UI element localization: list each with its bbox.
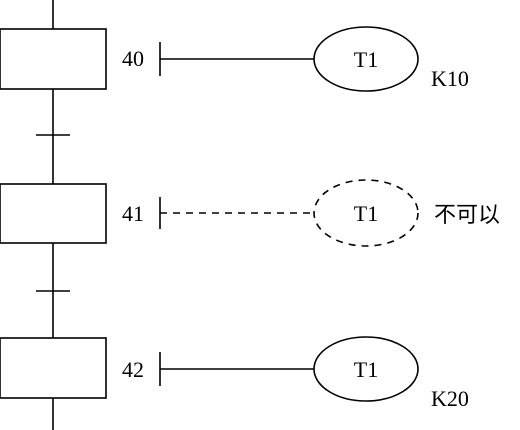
coil-label-41: T1 [354,201,378,226]
step-box-41 [0,183,107,244]
step-box-40 [0,28,107,90]
timer-coil-42 [313,336,419,402]
step-number-41: 41 [122,201,144,226]
coil-label-40: T1 [354,47,378,72]
coil-label-42: T1 [354,357,378,382]
step-number-40: 40 [122,46,144,71]
timer-constant-40: K10 [431,66,469,91]
step-40: 40 T1 K10 [0,26,469,92]
timer-coil-41 [313,179,419,247]
timer-coil-40 [313,26,419,92]
step-number-42: 42 [122,357,144,382]
step-box-42 [0,337,107,399]
step-42: 42 T1 K20 [0,336,469,411]
timer-constant-42: K20 [431,386,469,411]
invalid-note-41: 不可以 [434,203,500,228]
step-41: 41 T1 不可以 [0,179,500,247]
